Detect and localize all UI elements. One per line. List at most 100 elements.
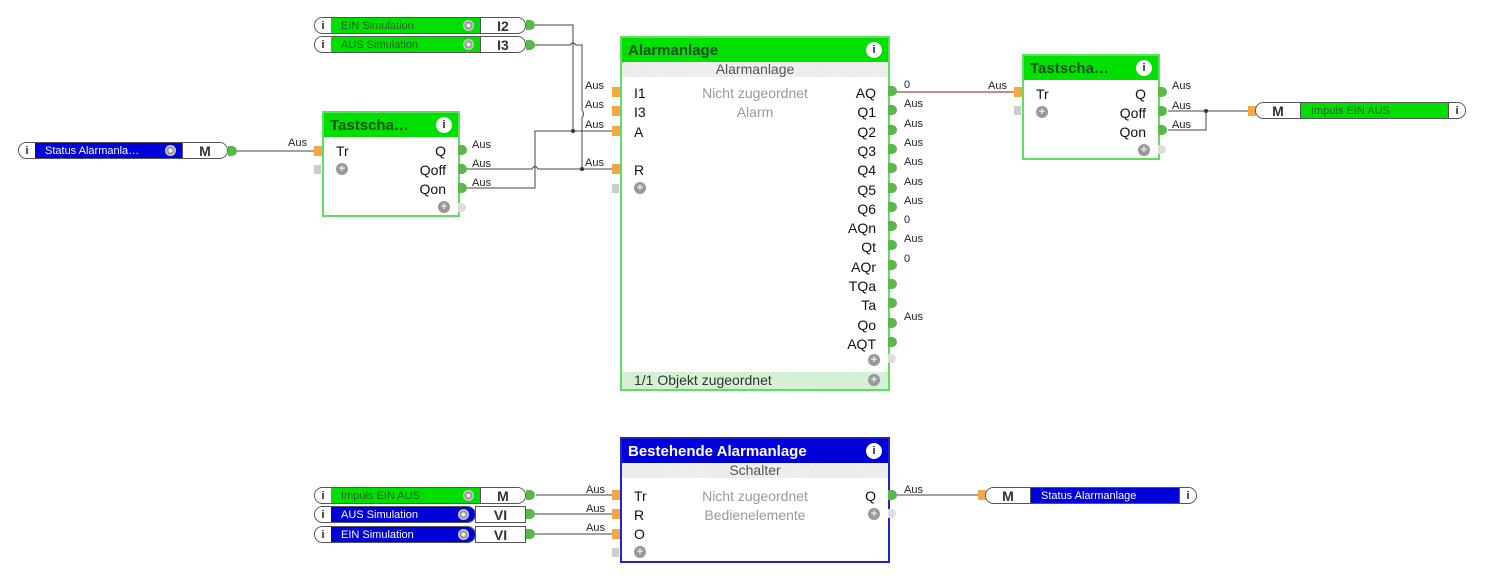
info-icon[interactable]: i: [315, 37, 331, 52]
output-connector[interactable]: [458, 164, 467, 174]
tag-aus-simulation-bottom[interactable]: i AUS Simulation: [314, 506, 476, 523]
output-connector[interactable]: [888, 336, 897, 347]
block-tastschalter-left[interactable]: Tastscha…i Tr + Q Qoff Qon +: [322, 111, 460, 217]
output-pin-qo: Qo: [857, 316, 876, 333]
wire-value-label: Aus: [904, 175, 923, 188]
footer-settings-icon[interactable]: +: [868, 374, 880, 386]
output-connector[interactable]: [888, 490, 897, 500]
tag-impuls-ein-aus-right[interactable]: M Impuls EIN AUS i: [1255, 102, 1466, 119]
output-connector[interactable]: [888, 298, 897, 309]
output-connector[interactable]: [526, 490, 535, 500]
input-connector[interactable]: [612, 87, 620, 97]
input-connector-empty[interactable]: [314, 165, 321, 174]
tag-ein-simulation-top[interactable]: i EIN Simulation I2: [314, 17, 526, 34]
output-connector[interactable]: [888, 86, 897, 96]
input-connector[interactable]: [612, 509, 620, 519]
gear-icon[interactable]: [463, 39, 474, 50]
tag-status-alarmanlage-left[interactable]: i Status Alarmanla… M: [18, 142, 228, 159]
add-input-icon[interactable]: +: [336, 163, 348, 175]
block-title: Alarmanlage: [628, 41, 719, 59]
input-connector[interactable]: [612, 529, 620, 539]
input-connector-empty[interactable]: [1014, 106, 1021, 115]
add-input-icon[interactable]: +: [634, 182, 646, 194]
output-connector-empty[interactable]: [888, 509, 896, 518]
tag-name: Status Alarmanla…: [35, 143, 182, 158]
output-connector[interactable]: [458, 183, 467, 193]
output-connector[interactable]: [888, 201, 897, 212]
info-icon[interactable]: i: [866, 42, 882, 58]
input-connector[interactable]: [1248, 106, 1256, 116]
output-connector[interactable]: [888, 259, 897, 270]
info-icon[interactable]: i: [436, 117, 452, 133]
output-connector-empty[interactable]: [1158, 145, 1166, 154]
output-connector[interactable]: [526, 20, 535, 30]
output-connector[interactable]: [888, 240, 897, 251]
gear-icon[interactable]: [165, 145, 176, 156]
output-connector[interactable]: [526, 40, 535, 50]
add-output-icon[interactable]: +: [438, 201, 450, 213]
assigned-objects-text: 1/1 Objekt zugeordnet: [634, 372, 772, 388]
add-output-icon[interactable]: +: [868, 508, 880, 520]
output-connector[interactable]: [1158, 125, 1167, 135]
input-connector[interactable]: [612, 106, 620, 116]
output-connector[interactable]: [888, 143, 897, 154]
output-connector[interactable]: [1158, 106, 1167, 116]
block-tastschalter-right[interactable]: Tastscha…i Tr + Q Qoff Qon +: [1022, 54, 1160, 160]
output-connector[interactable]: [1158, 87, 1167, 97]
block-title: Tastscha…: [330, 116, 409, 134]
input-connector[interactable]: [612, 164, 620, 174]
tag-impuls-ein-aus-bottom[interactable]: i Impuls EIN AUS M: [314, 487, 526, 504]
wire-value-label: Aus: [288, 137, 307, 149]
tag-name: Impuls EIN AUS: [1301, 103, 1448, 118]
input-connector[interactable]: [1014, 87, 1022, 97]
output-connector[interactable]: [888, 182, 897, 193]
add-input-icon[interactable]: +: [1036, 106, 1048, 118]
tag-status-alarmanlage-bottom[interactable]: M Status Alarmanlage i: [985, 487, 1197, 504]
input-connector[interactable]: [612, 126, 620, 136]
wire-value-label: Aus: [904, 156, 923, 169]
output-connector[interactable]: [888, 105, 897, 116]
output-connector[interactable]: [888, 124, 897, 135]
output-connector[interactable]: [458, 145, 467, 155]
info-icon[interactable]: i: [315, 488, 331, 503]
wire-value-label: Aus: [904, 98, 923, 111]
output-connector-empty[interactable]: [888, 354, 896, 363]
info-icon[interactable]: i: [1448, 103, 1465, 118]
info-icon[interactable]: i: [315, 527, 331, 542]
input-connector[interactable]: [978, 490, 986, 500]
info-icon[interactable]: i: [1136, 60, 1152, 76]
output-connector[interactable]: [888, 221, 897, 232]
info-icon[interactable]: i: [19, 143, 35, 158]
output-connector[interactable]: [228, 146, 237, 156]
gear-icon[interactable]: [458, 509, 469, 520]
info-icon[interactable]: i: [866, 443, 882, 459]
wire-value-label: 0: [904, 252, 911, 265]
input-connector-empty[interactable]: [612, 184, 619, 193]
output-pin-tqa: TQa: [848, 278, 876, 294]
input-connector-empty[interactable]: [612, 548, 619, 557]
gear-icon[interactable]: [463, 490, 474, 501]
wire-value-label: 0: [904, 214, 911, 227]
add-output-icon[interactable]: +: [868, 354, 880, 366]
output-connector[interactable]: [888, 279, 897, 289]
add-output-icon[interactable]: +: [1138, 144, 1150, 156]
tag-type: M: [1256, 103, 1301, 118]
output-connector[interactable]: [526, 509, 535, 519]
gear-icon[interactable]: [458, 529, 469, 540]
output-connector-empty[interactable]: [458, 203, 466, 212]
output-connector[interactable]: [526, 529, 535, 539]
input-connector[interactable]: [314, 146, 322, 156]
tag-aus-simulation-top[interactable]: i AUS Simulation I3: [314, 36, 526, 53]
add-input-icon[interactable]: +: [634, 546, 646, 558]
tag-ein-simulation-bottom[interactable]: i EIN Simulation: [314, 526, 476, 543]
gear-icon[interactable]: [463, 20, 474, 31]
output-connector[interactable]: [888, 163, 897, 174]
input-connector[interactable]: [612, 490, 620, 500]
info-icon[interactable]: i: [1179, 488, 1196, 503]
block-header: Tastscha… i: [324, 113, 458, 137]
info-icon[interactable]: i: [315, 18, 331, 33]
info-icon[interactable]: i: [315, 507, 331, 522]
output-connector[interactable]: [888, 317, 897, 328]
